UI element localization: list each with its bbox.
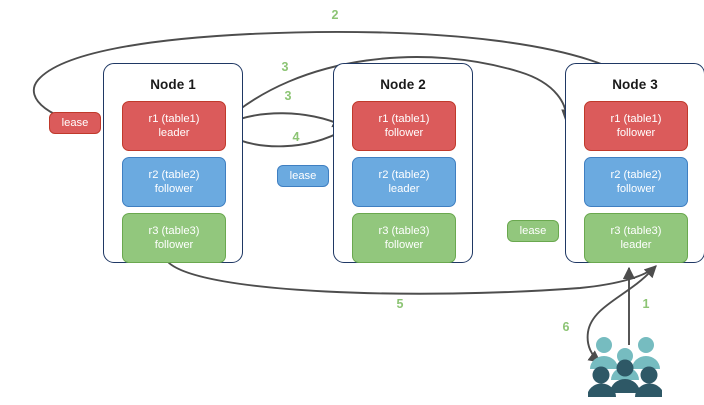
node-box-2[interactable]: Node 2 r1 (table1) follower r2 (table2) … [333,63,473,263]
replica-name: r1 (table1) [378,113,430,125]
edge-label-5: 5 [396,297,404,311]
replica-node1-r1[interactable]: r1 (table1) leader [122,101,226,151]
node-box-3[interactable]: Node 3 r1 (table1) follower r2 (table2) … [565,63,704,263]
replica-node3-r1[interactable]: r1 (table1) follower [584,101,688,151]
lease-label: lease [289,169,317,182]
replica-node2-r3[interactable]: r3 (table3) follower [352,213,456,263]
replica-node2-r1[interactable]: r1 (table1) follower [352,101,456,151]
edge-label-6: 6 [562,320,570,334]
edge-label-1: 1 [642,297,650,311]
replica-name: r3 (table3) [610,225,662,237]
replica-node1-r2[interactable]: r2 (table2) follower [122,157,226,207]
replica-role: leader [388,183,420,195]
replica-role: leader [620,239,652,251]
replica-node2-r2[interactable]: r2 (table2) leader [352,157,456,207]
node-title: Node 3 [612,77,658,92]
replica-role: follower [384,239,424,251]
replica-name: r3 (table3) [378,225,430,237]
lease-badge-r1[interactable]: lease [49,112,101,134]
lease-badge-r3[interactable]: lease [507,220,559,242]
replica-name: r2 (table2) [610,169,662,181]
node-title: Node 1 [150,77,196,92]
replica-node3-r2[interactable]: r2 (table2) follower [584,157,688,207]
replica-name: r2 (table2) [378,169,430,181]
edge-label-2: 2 [331,8,339,22]
replica-role: follower [384,127,424,139]
lease-badge-r2[interactable]: lease [277,165,329,187]
node-box-1[interactable]: Node 1 r1 (table1) leader r2 (table2) fo… [103,63,243,263]
replica-node3-r3[interactable]: r3 (table3) leader [584,213,688,263]
replica-role: follower [616,183,656,195]
replica-node1-r3[interactable]: r3 (table3) follower [122,213,226,263]
edge-5-path [167,261,657,295]
edge-label-4: 4 [292,130,300,144]
users-icon [588,337,662,397]
edge-label-3-lower: 3 [284,89,292,103]
node-title: Node 2 [380,77,426,92]
lease-label: lease [519,224,547,237]
replica-role: leader [158,127,190,139]
edge-4-path [224,129,345,148]
replica-role: follower [154,183,194,195]
lease-label: lease [61,116,89,129]
replica-name: r1 (table1) [148,113,200,125]
replica-role: follower [154,239,194,251]
replica-role: follower [616,127,656,139]
replica-name: r3 (table3) [148,225,200,237]
replica-name: r2 (table2) [148,169,200,181]
replica-name: r1 (table1) [610,113,662,125]
edge-label-3-upper: 3 [281,60,289,74]
